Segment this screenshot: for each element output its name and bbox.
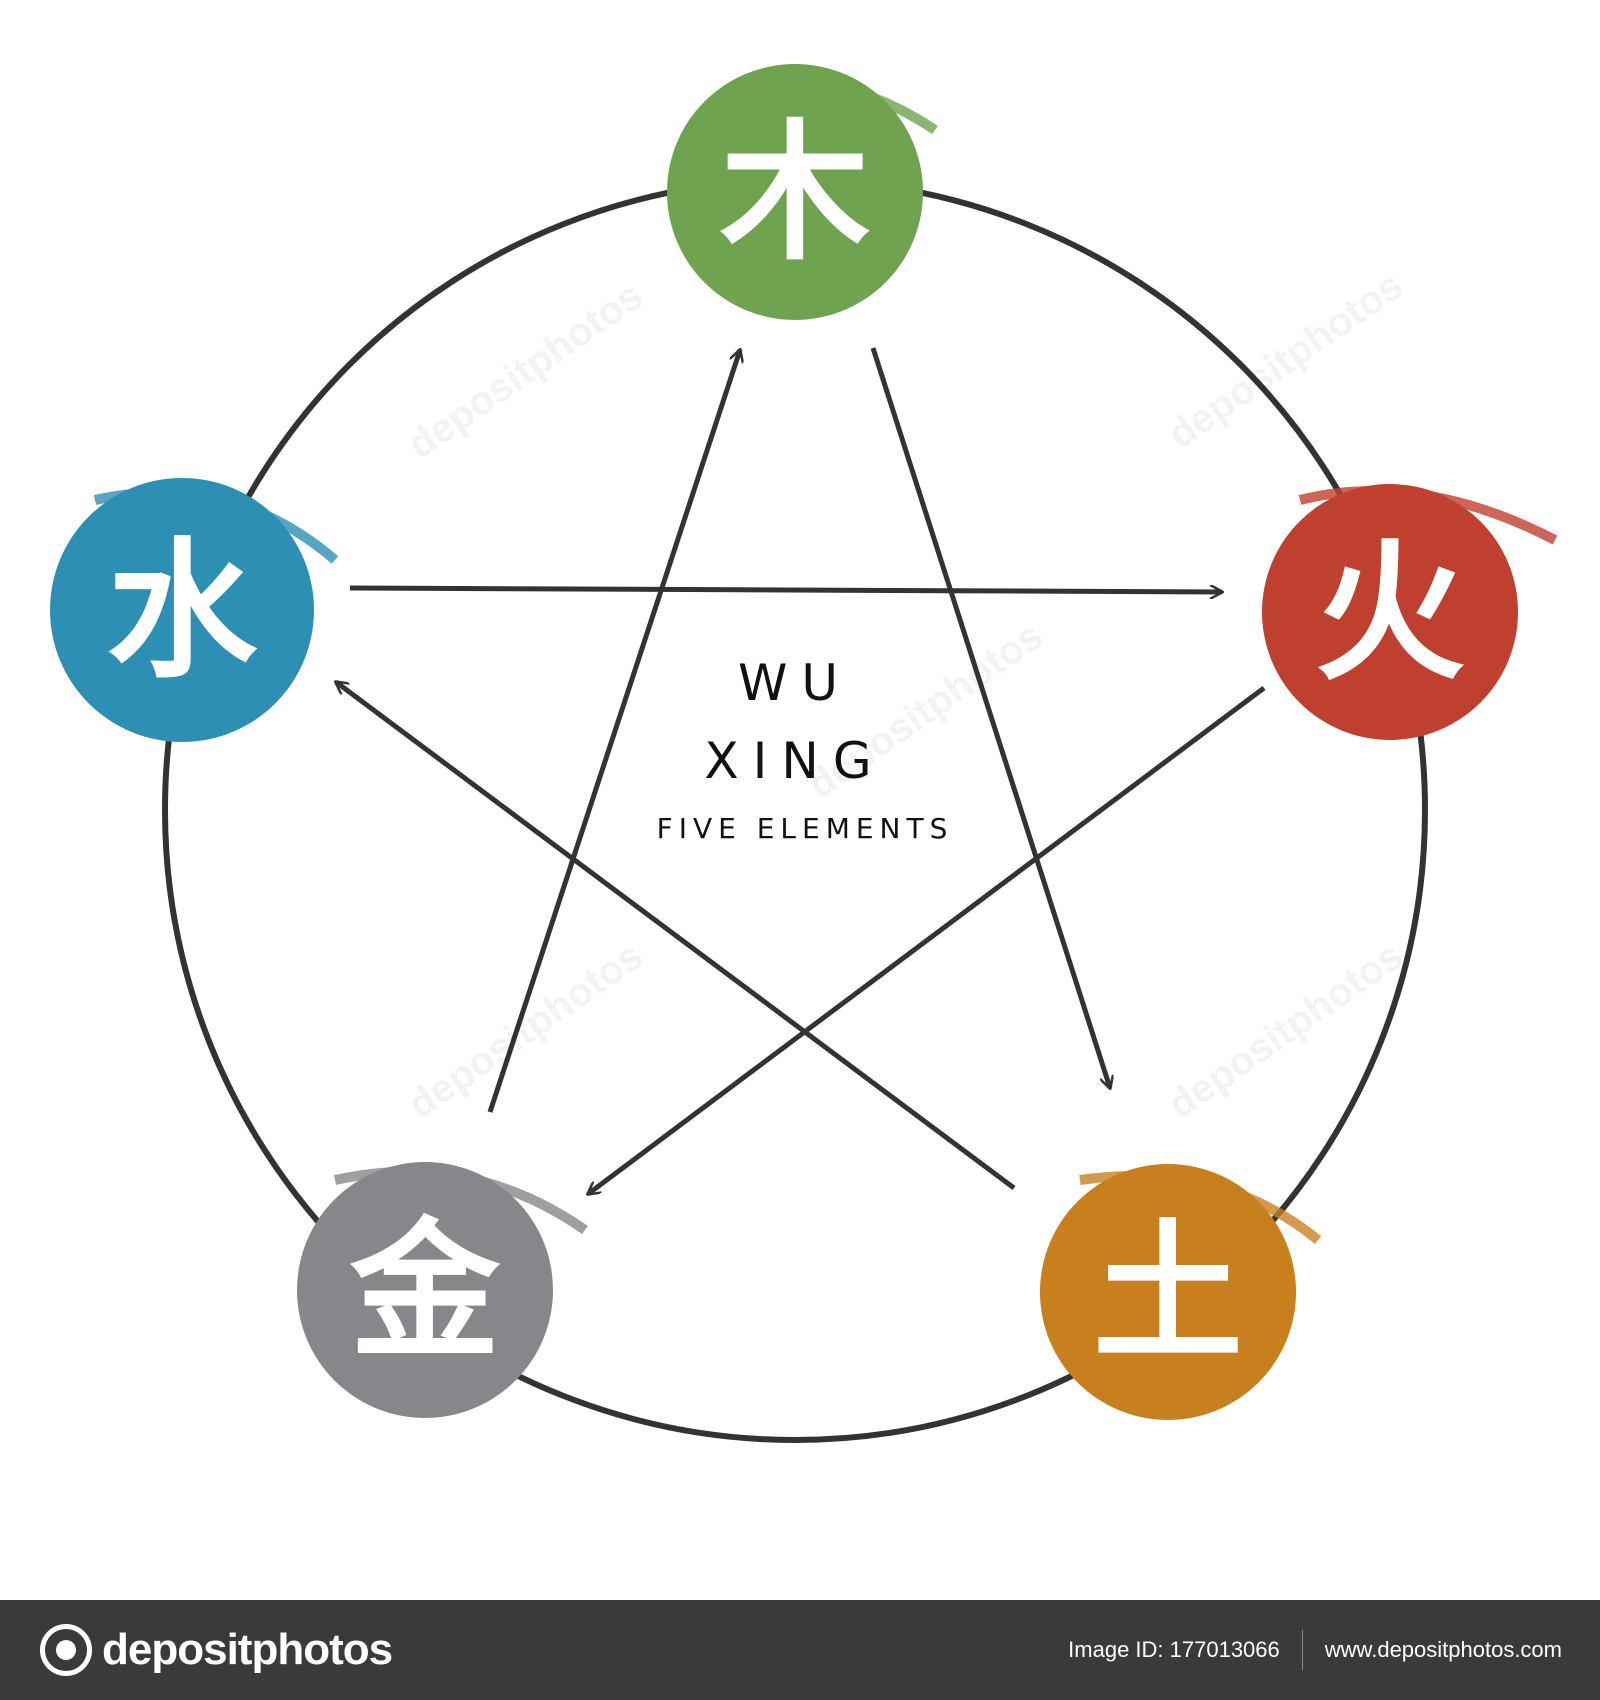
arrow-metal-to-wood: [487, 350, 740, 1113]
camera-lens-logo-icon: [40, 1624, 92, 1676]
watermark-text: depositphotos: [400, 933, 651, 1127]
brush-stroke-earth: [1079, 1171, 1322, 1244]
element-char-wood: 木: [720, 105, 870, 281]
element-char-earth: 土: [1093, 1205, 1243, 1381]
footer-separator: [1301, 1630, 1303, 1670]
brush-stroke-metal: [333, 1166, 588, 1235]
stock-footer-bar: depositphotos Image ID: 177013066 www.de…: [0, 1600, 1600, 1700]
arrow-fire-to-metal: [588, 685, 1266, 1194]
element-node-water: 水: [50, 478, 339, 742]
watermark-text: depositphotos: [1160, 263, 1411, 457]
element-char-fire: 火: [1315, 525, 1465, 701]
brush-circle-fire: [1262, 484, 1518, 740]
watermark-text: depositphotos: [400, 273, 651, 467]
element-node-wood: 木: [667, 64, 938, 320]
title-subtitle: FIVE ELEMENTS: [657, 812, 954, 845]
element-char-water: 水: [107, 523, 258, 699]
element-node-earth: 土: [1040, 1164, 1322, 1420]
arrow-water-to-fire: [349, 588, 1222, 592]
brush-circle-wood: [667, 64, 923, 320]
site-url: www.depositphotos.com: [1324, 1637, 1562, 1662]
element-node-metal: 金: [297, 1162, 588, 1418]
arrow-wood-to-earth: [870, 347, 1110, 1088]
controlling-cycle-arrows: [336, 347, 1266, 1194]
arrow-earth-to-water: [336, 682, 1016, 1191]
element-node-fire: 火: [1262, 484, 1558, 740]
brush-circle-water: [50, 478, 314, 742]
brush-circle-earth: [1040, 1164, 1296, 1420]
title-wu: WU: [738, 654, 852, 712]
image-id: Image ID: 177013066: [1068, 1637, 1280, 1662]
title-xing: XING: [704, 732, 885, 790]
brand-name: depositphotos: [102, 1625, 393, 1674]
element-char-metal: 金: [349, 1203, 501, 1379]
brush-circle-metal: [297, 1162, 553, 1418]
five-elements-diagram: WU XING FIVE ELEMENTS 木 火 土 金 水 depositp…: [50, 64, 1558, 1443]
watermarks: depositphotos depositphotos depositphoto…: [400, 263, 1411, 1127]
watermark-text: depositphotos: [1160, 933, 1411, 1127]
brush-stroke-fire: [1298, 486, 1558, 545]
brand: depositphotos: [40, 1624, 393, 1676]
brush-stroke-water: [93, 487, 339, 564]
brush-stroke-wood: [686, 80, 938, 135]
footer-info: Image ID: 177013066 www.depositphotos.co…: [1068, 1630, 1562, 1670]
